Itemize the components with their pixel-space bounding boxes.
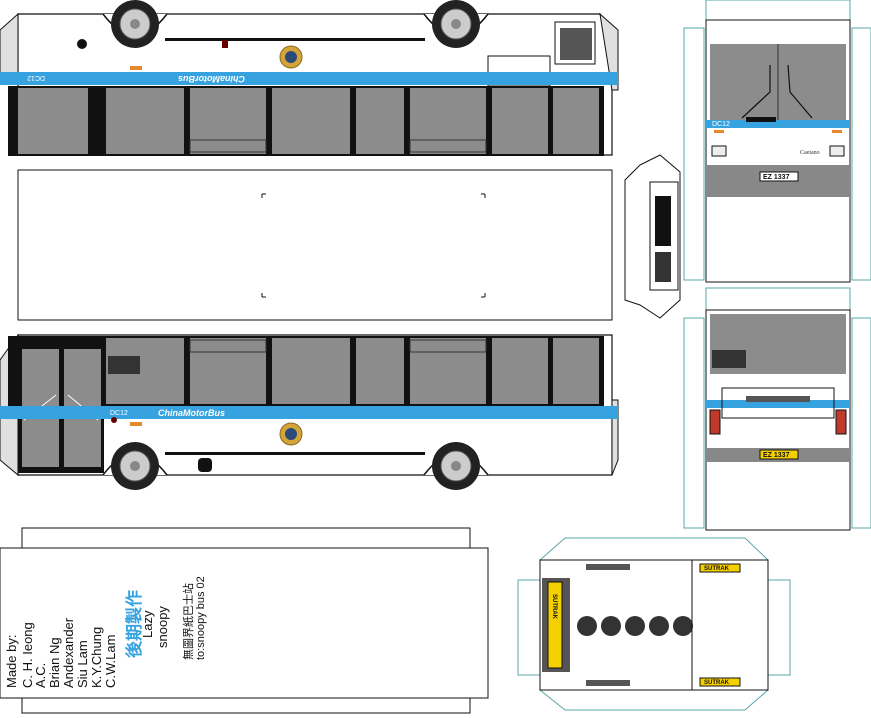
svg-text:EZ 1337: EZ 1337 — [763, 452, 790, 459]
cmb-logo — [279, 45, 303, 69]
made-by-label: Made by: — [4, 634, 19, 688]
credit-name: Andexander — [61, 617, 76, 688]
front-plate: EZ 1337 — [759, 171, 799, 182]
wheel — [111, 442, 159, 490]
cmb-logo — [279, 422, 303, 446]
credit-name: Lazy — [140, 610, 155, 638]
brand-text: ChinaMotorBus — [178, 74, 245, 84]
route-code: DC12 — [110, 410, 128, 417]
credit-name: A.C. — [33, 662, 48, 688]
ac-fan-row — [577, 616, 693, 636]
credit-name: snoopy — [155, 606, 170, 648]
bus-side-bottom: DC12 ChinaMotorBus — [0, 333, 619, 490]
wheel — [111, 0, 159, 48]
ac-brand: SUTRAK — [704, 566, 730, 572]
credit-name: Siu Lam — [75, 640, 90, 688]
ac-brand: SUTRAK — [551, 594, 557, 620]
site-url: to:snoopy bus 02 — [195, 576, 207, 660]
bus-front: DC12 Caetano EZ 1337 — [683, 0, 871, 283]
ac-brand: SUTRAK — [704, 680, 730, 686]
credit-name: K.Y.Chung — [89, 626, 104, 688]
credit-name: Brian Ng — [47, 637, 62, 688]
roof-ac-unit: SUTRAK SUTRAK SUTRAK — [517, 537, 791, 711]
svg-text:EZ 1337: EZ 1337 — [763, 174, 790, 181]
bus-rear: DC12 EZ 1337 — [683, 287, 871, 531]
rear-panel-piece — [624, 154, 681, 319]
credit-name: C.W.Lam — [103, 634, 118, 688]
wheel — [432, 442, 480, 490]
route-code: DC12 — [27, 74, 45, 81]
wheel — [432, 0, 480, 48]
site-name: 無圖界紙巴士站 — [183, 583, 195, 660]
route-code: DC12 — [712, 121, 730, 128]
maker-badge: Caetano — [800, 150, 820, 156]
bus-side-top: DC12 ChinaMotorBus — [0, 0, 619, 156]
credits: Made by: C. H. Ieong A.C. Brian Ng Andex… — [0, 548, 480, 718]
bus-roof — [17, 169, 613, 321]
route-code: DC12 — [708, 394, 726, 401]
credits-panel — [0, 527, 489, 714]
rear-plate: EZ 1337 — [759, 449, 799, 460]
brand-text: ChinaMotorBus — [158, 408, 225, 418]
